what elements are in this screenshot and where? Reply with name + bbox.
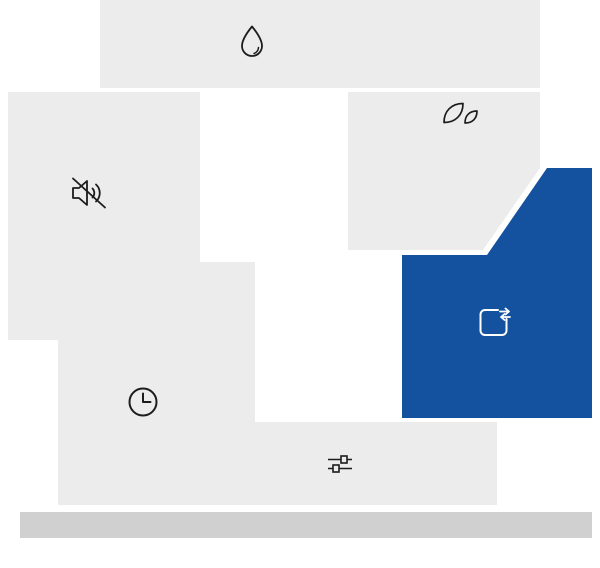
remote-connect-icon xyxy=(475,304,513,340)
sliders-icon xyxy=(325,451,355,477)
bottom-bar xyxy=(20,512,592,538)
speaker-muted-icon xyxy=(67,173,111,213)
tile-water[interactable] xyxy=(100,0,540,88)
water-drop-icon xyxy=(236,24,268,60)
clock-icon xyxy=(125,384,161,420)
eco-leaves-icon xyxy=(438,97,480,129)
tile-options[interactable] xyxy=(200,422,497,505)
